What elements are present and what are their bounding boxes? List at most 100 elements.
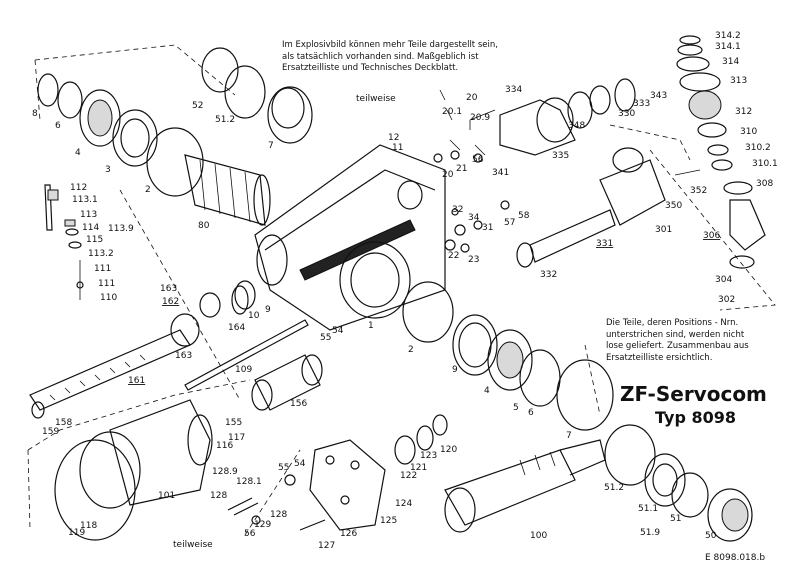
label-32: 32	[452, 205, 463, 215]
label-31: 31	[482, 223, 493, 233]
label-126: 126	[340, 529, 357, 539]
label-4: 4	[75, 148, 81, 158]
label-7: 7	[268, 141, 274, 151]
label-334: 334	[505, 85, 522, 95]
rings-bottom-right	[604, 424, 753, 542]
label-111a: 111	[94, 264, 111, 274]
cover-125	[309, 414, 448, 531]
label-56a: 56	[472, 155, 484, 165]
label-314: 314	[722, 57, 739, 67]
rings-top-center	[201, 47, 313, 144]
diagram-subtitle: Typ 8098	[655, 408, 736, 427]
label-124: 124	[395, 499, 412, 509]
label-58: 58	[518, 211, 530, 221]
note-top-line-2: als tatsächlich vorhanden sind. Maßgebli…	[282, 51, 479, 62]
rod-109	[184, 319, 309, 391]
note-right-line-3: lose geliefert. Zusammenbau aus	[606, 341, 749, 351]
sleeve-156	[251, 354, 323, 411]
label-113-1: 113.1	[72, 195, 98, 205]
label-57: 57	[504, 218, 515, 228]
label-335: 335	[552, 151, 569, 161]
label-7b: 7	[566, 431, 572, 441]
label-158: 158	[55, 418, 72, 428]
valve-parts-column	[44, 184, 84, 300]
label-156: 156	[290, 399, 307, 409]
label-54b: 54	[294, 459, 306, 469]
label-55a: 55	[320, 333, 331, 343]
seal-rings-top-left	[37, 73, 204, 197]
label-51-1: 51.1	[638, 504, 658, 514]
label-51: 51	[670, 514, 681, 524]
label-23: 23	[468, 255, 479, 265]
label-80: 80	[198, 221, 210, 231]
label-302: 302	[718, 295, 735, 305]
rings-center	[234, 280, 614, 431]
valve-assembly-335	[469, 78, 636, 156]
label-20b: 20	[442, 170, 454, 180]
note-right-line-1: Die Teile, deren Positions - Nrn.	[606, 318, 739, 328]
label-110: 110	[100, 293, 117, 303]
label-34: 34	[468, 213, 480, 223]
label-11: 11	[392, 143, 403, 153]
label-52: 52	[192, 101, 203, 111]
diagram-title: ZF-Servocom	[620, 382, 767, 406]
label-5b: 5	[513, 403, 519, 413]
label-100: 100	[530, 531, 547, 541]
label-155: 155	[225, 418, 242, 428]
stacked-parts-314	[676, 35, 766, 269]
label-333: 333	[633, 99, 650, 109]
label-314-1: 314.1	[715, 42, 741, 52]
label-332: 332	[540, 270, 557, 280]
note-top-line-1: Im Explosivbild können mehr Teile darges…	[282, 40, 498, 50]
label-117: 117	[228, 433, 245, 443]
label-343: 343	[650, 91, 667, 101]
label-128a: 128	[210, 491, 227, 501]
label-2b: 2	[408, 345, 414, 355]
label-314-2: 314.2	[715, 31, 741, 41]
group-outline-lines	[27, 44, 776, 536]
label-310: 310	[740, 127, 757, 137]
note-top-line-3: Ersatzteilliste und Technisches Deckblat…	[282, 63, 459, 73]
label-54: 54	[332, 326, 344, 336]
note-right-line-2: unterstrichen sind, werden nicht	[606, 329, 745, 340]
steering-housing	[254, 144, 446, 331]
teilweise-top: teilweise	[356, 94, 396, 104]
label-115: 115	[86, 235, 103, 245]
label-111b: 111	[98, 279, 115, 289]
label-128-1: 128.1	[236, 477, 262, 487]
label-330: 330	[618, 109, 635, 119]
label-116: 116	[216, 441, 233, 451]
label-21: 21	[456, 164, 467, 174]
label-113: 113	[80, 210, 97, 220]
label-331: 331	[596, 239, 613, 249]
label-20-9: 20.9	[470, 113, 490, 123]
note-right: Die Teile, deren Positions - Nrn. unters…	[606, 318, 749, 364]
label-122: 122	[400, 471, 417, 481]
label-161: 161	[128, 376, 145, 386]
label-129: 129	[254, 520, 271, 530]
label-125: 125	[380, 516, 397, 526]
label-348: 348	[568, 121, 585, 131]
label-306: 306	[703, 231, 720, 241]
note-right-line-4: Ersatzteilliste ersichtlich.	[606, 352, 713, 363]
label-1: 1	[368, 321, 374, 331]
label-350: 350	[665, 201, 682, 211]
label-9b: 9	[452, 365, 458, 375]
label-312: 312	[735, 107, 752, 117]
label-4b: 4	[484, 386, 490, 396]
label-123: 123	[420, 451, 437, 461]
label-159: 159	[42, 427, 59, 437]
label-162: 162	[162, 297, 179, 307]
label-313: 313	[730, 76, 747, 86]
label-164: 164	[228, 323, 245, 333]
label-120: 120	[440, 445, 457, 455]
label-9a: 9	[265, 305, 271, 315]
label-3: 3	[105, 165, 111, 175]
note-top: Im Explosivbild können mehr Teile darges…	[282, 40, 498, 75]
small-fittings	[433, 89, 510, 253]
label-101: 101	[158, 491, 175, 501]
label-121: 121	[410, 463, 427, 473]
bolts-bottom	[227, 474, 326, 531]
